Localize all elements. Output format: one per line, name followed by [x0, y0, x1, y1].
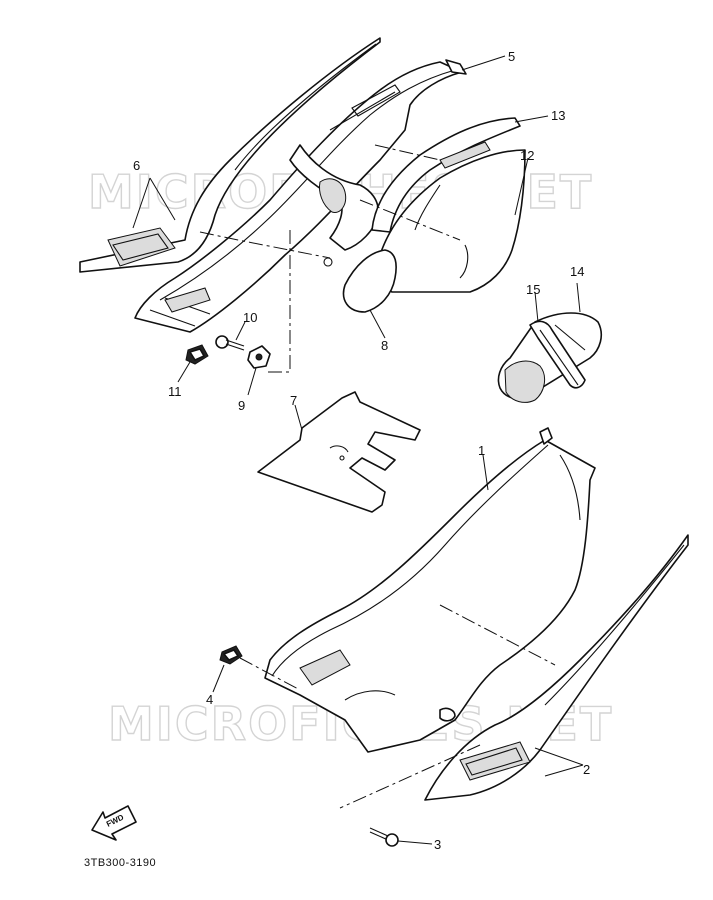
callout-12: 12 [520, 148, 534, 163]
callout-1: 1 [478, 443, 485, 458]
callout-7: 7 [290, 393, 297, 408]
callout-5: 5 [508, 49, 515, 64]
callout-4: 4 [206, 692, 213, 707]
part-4-grommet[interactable] [219, 645, 243, 665]
callout-3: 3 [434, 837, 441, 852]
part-7-plate[interactable] [257, 391, 421, 513]
callout-labels: 6 5 13 12 8 15 14 7 10 9 11 1 4 2 3 [133, 49, 590, 852]
part-8-pad[interactable] [342, 249, 397, 313]
assembly-lines [199, 144, 556, 809]
callout-8: 8 [381, 338, 388, 353]
callout-14: 14 [570, 264, 584, 279]
callout-10: 10 [243, 310, 257, 325]
part-11-grommet[interactable] [185, 344, 209, 365]
callout-11: 11 [168, 384, 182, 399]
part-5-frame-cover[interactable] [134, 59, 467, 333]
callout-9: 9 [238, 398, 245, 413]
part-9-nut[interactable] [247, 345, 271, 369]
part-13-side-cover-upper[interactable] [371, 117, 521, 233]
part-10-bolt[interactable] [215, 335, 245, 351]
part-6-side-cover-graphic[interactable] [79, 37, 381, 273]
part-1-side-cover[interactable] [264, 427, 596, 753]
callout-13: 13 [551, 108, 565, 123]
forward-arrow-icon: FWD [91, 805, 137, 841]
callout-15: 15 [526, 282, 540, 297]
leader-lines [132, 55, 584, 845]
part-2-side-cover-graphic[interactable] [424, 534, 689, 801]
callout-6: 6 [133, 158, 140, 173]
part-3-screw[interactable] [369, 827, 399, 847]
diagram-code: 3TB300-3190 [84, 857, 156, 869]
callout-2: 2 [583, 762, 590, 777]
part-15-strap[interactable] [529, 320, 586, 389]
